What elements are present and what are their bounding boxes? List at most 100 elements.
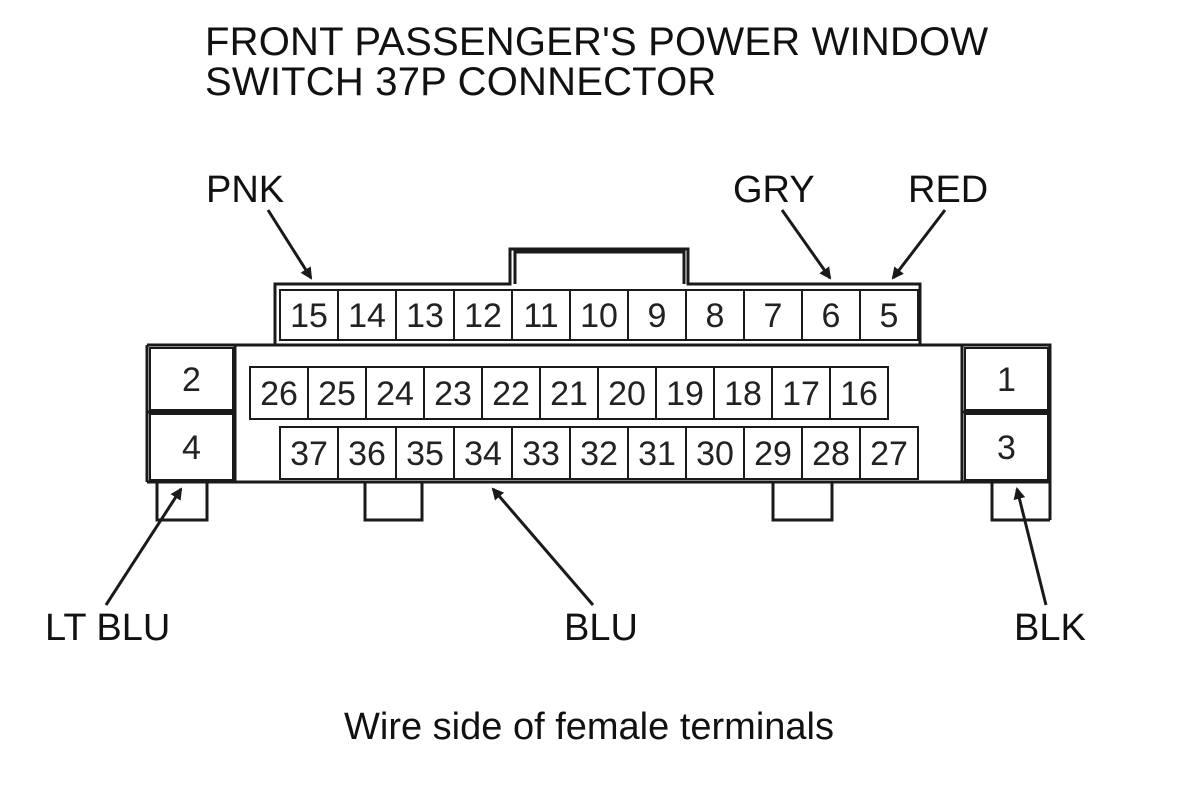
pin-6-label: 6 — [822, 297, 841, 335]
pin-21: 21 — [539, 366, 599, 420]
pin-25: 25 — [307, 366, 367, 420]
wire-label-red: RED — [908, 169, 989, 211]
pin-25-label: 25 — [318, 375, 356, 413]
pin-13: 13 — [395, 289, 455, 341]
pin-3: 3 — [964, 413, 1049, 481]
pin-31-label: 31 — [638, 435, 676, 473]
pin-12: 12 — [453, 289, 513, 341]
pin-11-cell — [511, 289, 571, 341]
pin-14-label: 14 — [348, 297, 386, 335]
pin-23-label: 23 — [434, 375, 472, 413]
pin-9-cell — [627, 289, 687, 341]
pin-29-label: 29 — [754, 435, 792, 473]
pin-29: 29 — [743, 426, 803, 480]
wire-label-lt-blu: LT BLU — [45, 607, 171, 649]
arrow-red — [891, 209, 947, 280]
pin-31-cell — [627, 426, 687, 480]
pin-20: 20 — [597, 366, 657, 420]
pin-37-cell — [279, 426, 339, 480]
pin-15-label: 15 — [290, 297, 328, 335]
pin-7-cell — [743, 289, 803, 341]
pin-6-cell — [801, 289, 861, 341]
pin-23-cell — [423, 366, 483, 420]
pin-27-label: 27 — [870, 435, 908, 473]
pin-3-label: 3 — [997, 429, 1016, 467]
pin-1-label: 1 — [997, 361, 1016, 399]
wire-label-gry: GRY — [733, 169, 815, 211]
pin-33-label: 33 — [522, 435, 560, 473]
pin-10-label: 10 — [580, 297, 618, 335]
pin-23: 23 — [423, 366, 483, 420]
foot-center-left — [363, 482, 424, 522]
pin-2-cell — [149, 347, 234, 411]
pin-17-cell — [771, 366, 831, 420]
wire-label-pnk: PNK — [206, 169, 285, 211]
pin-15-cell — [279, 289, 339, 341]
pin-35-label: 35 — [406, 435, 444, 473]
pin-16-label: 16 — [840, 375, 878, 413]
latch-top-tab — [513, 250, 686, 284]
diagram-caption: Wire side of female terminals — [344, 706, 834, 748]
pin-32-label: 32 — [580, 435, 618, 473]
pin-7-label: 7 — [764, 297, 783, 335]
pin-32: 32 — [569, 426, 629, 480]
pin-28: 28 — [801, 426, 861, 480]
foot-left — [155, 482, 209, 522]
pin-12-label: 12 — [464, 297, 502, 335]
pin-22: 22 — [481, 366, 541, 420]
leader-arrows — [104, 209, 1048, 606]
pin-30: 30 — [685, 426, 745, 480]
pin-2-label: 2 — [182, 361, 201, 399]
pin-14: 14 — [337, 289, 397, 341]
pin-27-cell — [859, 426, 919, 480]
pin-34-cell — [453, 426, 513, 480]
pin-8: 8 — [685, 289, 745, 341]
pin-33-cell — [511, 426, 571, 480]
pin-37: 37 — [279, 426, 339, 480]
title-line-2: SWITCH 37P CONNECTOR — [205, 60, 717, 104]
pin-9-label: 9 — [648, 297, 667, 335]
foot-right — [990, 482, 1050, 522]
pin-17-label: 17 — [782, 375, 820, 413]
pin-18-cell — [713, 366, 773, 420]
pin-34-label: 34 — [464, 435, 502, 473]
pin-1-cell — [964, 347, 1049, 411]
pin-2: 2 — [149, 347, 234, 411]
pin-9: 9 — [627, 289, 687, 341]
pin-6: 6 — [801, 289, 861, 341]
diagram-title: FRONT PASSENGER'S POWER WINDOW SWITCH 37… — [205, 22, 988, 102]
pin-5-cell — [859, 289, 919, 341]
arrow-blk — [1013, 487, 1048, 606]
pin-36-label: 36 — [348, 435, 386, 473]
pin-11-label: 11 — [523, 297, 558, 335]
pin-29-cell — [743, 426, 803, 480]
pin-16: 16 — [829, 366, 889, 420]
pin-16-cell — [829, 366, 889, 420]
pin-14-cell — [337, 289, 397, 341]
pin-11: 11 — [511, 289, 571, 341]
pin-17: 17 — [771, 366, 831, 420]
pin-15: 15 — [279, 289, 339, 341]
pin-21-label: 21 — [550, 375, 588, 413]
pin-19: 19 — [655, 366, 715, 420]
pin-37-label: 37 — [290, 435, 328, 473]
pin-13-label: 13 — [406, 297, 444, 335]
pin-19-label: 19 — [666, 375, 704, 413]
arrow-lt-blu — [104, 487, 183, 606]
pin-34: 34 — [453, 426, 513, 480]
pin-35-cell — [395, 426, 455, 480]
pin-27: 27 — [859, 426, 919, 480]
pin-8-cell — [685, 289, 745, 341]
connector-body — [145, 247, 1052, 522]
pin-24-label: 24 — [376, 375, 414, 413]
wire-label-blu: BLU — [564, 607, 638, 649]
pin-28-label: 28 — [812, 435, 850, 473]
pin-35: 35 — [395, 426, 455, 480]
wire-label-blk: BLK — [1014, 607, 1086, 649]
pin-5-label: 5 — [880, 297, 899, 335]
arrow-pnk — [266, 209, 313, 280]
pin-3-cell — [964, 413, 1049, 481]
